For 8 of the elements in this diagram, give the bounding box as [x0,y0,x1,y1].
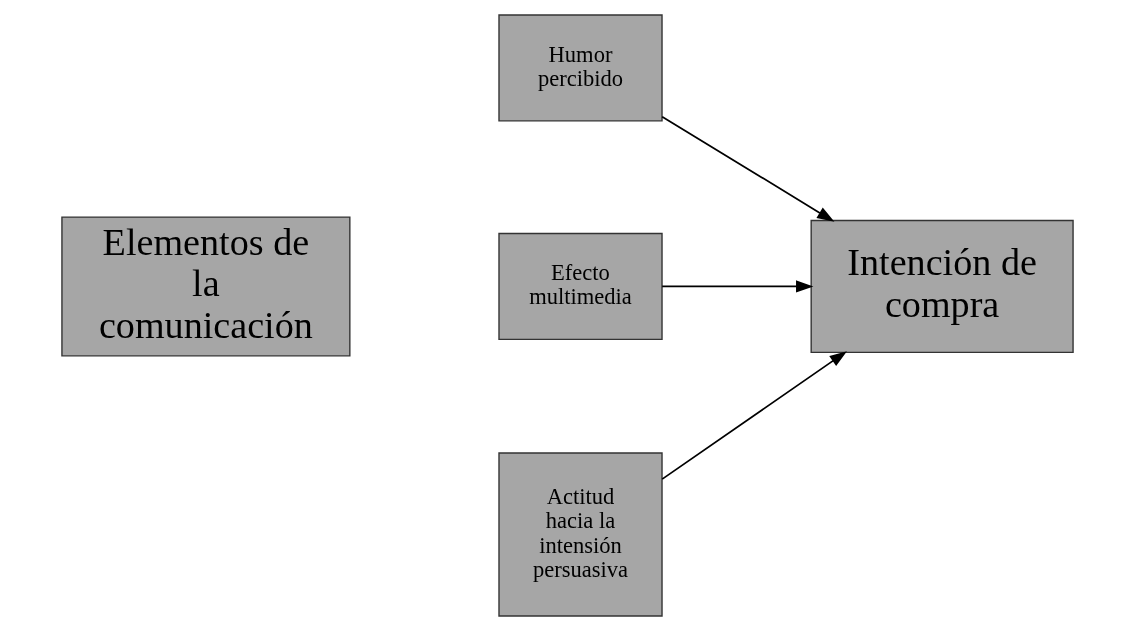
arrow [660,115,834,222]
node-box: Humor percibido [497,14,663,122]
node-box: Actitud hacia la intensión persuasiva [497,452,663,617]
arrow [660,351,847,480]
node-box: Intención de compra [810,219,1074,354]
node-box: Elementos de la comunicación [60,216,351,357]
node-box: Efecto multimedia [497,232,663,341]
arrow [660,280,813,293]
